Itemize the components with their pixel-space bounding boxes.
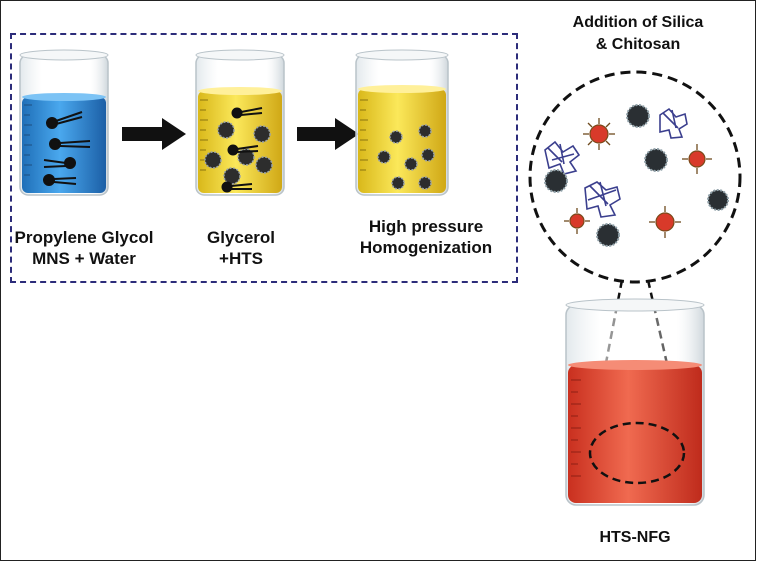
chitosan-micelles [569, 124, 706, 232]
step-3-label-line1: High pressure [368, 217, 484, 236]
step-1-label-line1: Propylene Glycol [14, 228, 154, 247]
beaker-1-liquid [22, 97, 106, 193]
step-3-label: High pressure Homogenization [346, 216, 506, 258]
nanoparticles [204, 121, 273, 185]
arrow-1 [122, 118, 186, 150]
zoom-circle [528, 70, 742, 284]
silica-networks [544, 107, 688, 218]
product-label-text: HTS-NFG [599, 529, 671, 546]
step-1-label-line2: MNS + Water [32, 249, 136, 268]
beaker-3-liquid [358, 89, 446, 193]
beaker-3 [355, 49, 449, 196]
beaker-1 [19, 49, 109, 196]
arrow-2 [297, 118, 359, 150]
step-1-label: Propylene Glycol MNS + Water [14, 227, 154, 269]
addition-label: Addition of Silica & Chitosan [548, 12, 728, 56]
addition-label-line1: Addition of Silica [572, 14, 704, 31]
step-3-label-line2: Homogenization [359, 238, 493, 257]
beaker-2 [195, 49, 285, 196]
step-2-label: Glycerol +HTS [196, 227, 286, 269]
step-2-label-line1: Glycerol [206, 228, 276, 247]
product-liquid [568, 365, 702, 503]
product-beaker [565, 298, 705, 506]
addition-label-line2: & Chitosan [595, 36, 681, 53]
surfactant-molecules [43, 111, 91, 186]
hts-particles [544, 104, 729, 247]
process-steps-box [10, 33, 518, 283]
zoom-source-circle [588, 421, 686, 485]
homogenized-particles [377, 124, 435, 190]
step-2-label-line2: +HTS [219, 249, 263, 268]
product-label: HTS-NFG [585, 527, 685, 548]
